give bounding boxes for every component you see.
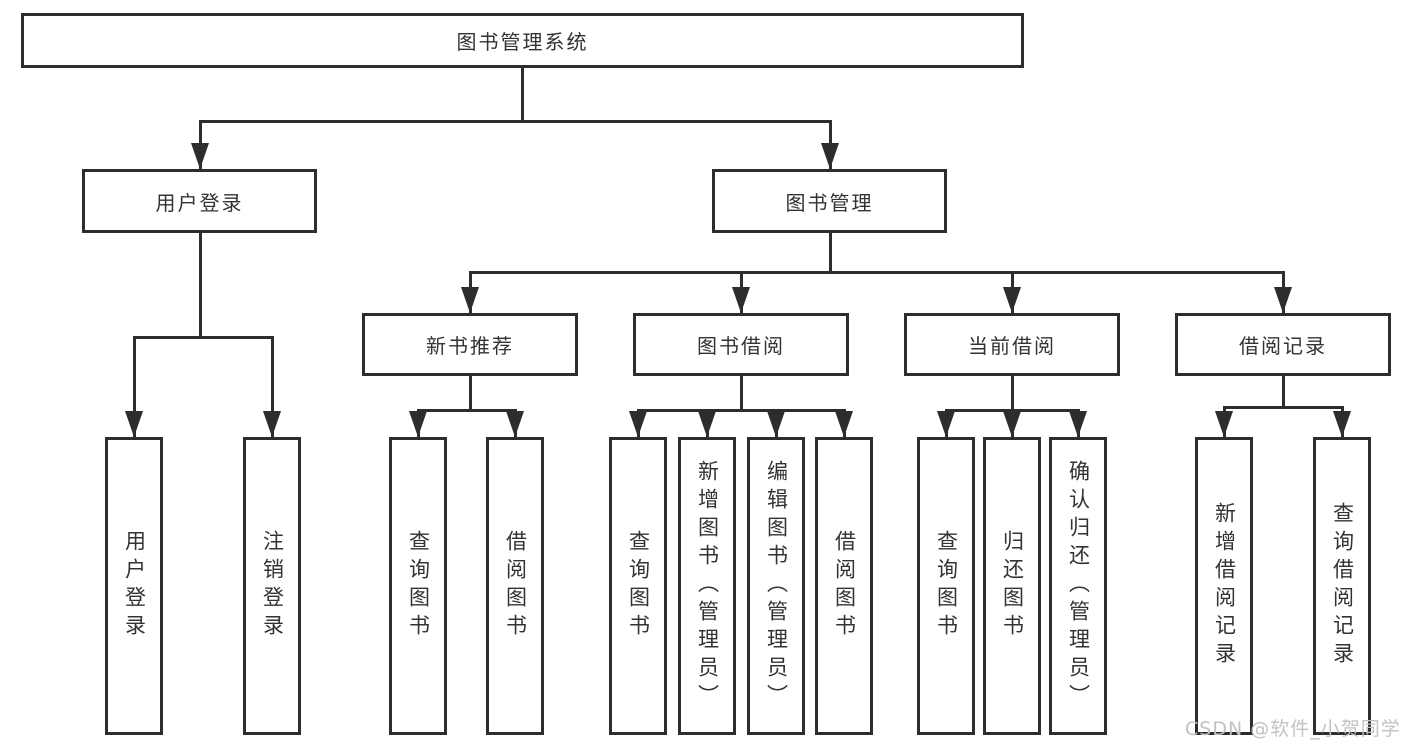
arrow-down-icon <box>409 411 427 437</box>
arrow-down-icon <box>1215 411 1233 437</box>
arrow-down-icon <box>767 411 785 437</box>
arrow-down-icon <box>461 287 479 313</box>
connector-line <box>521 68 524 120</box>
node-new-book-recommend: 新书推荐 <box>362 313 578 376</box>
connector-line <box>133 336 274 339</box>
node-current-borrow-label: 当前借阅 <box>968 334 1056 358</box>
leaf-current-return-label: 归还图书 <box>1000 530 1025 642</box>
leaf-record-query: 查询借阅记录 <box>1313 437 1371 735</box>
node-root: 图书管理系统 <box>21 13 1024 68</box>
leaf-current-confirm-label: 确认归还（管理员） <box>1066 460 1091 712</box>
leaf-record-add: 新增借阅记录 <box>1195 437 1253 735</box>
leaf-record-query-label: 查询借阅记录 <box>1330 502 1355 670</box>
arrow-down-icon <box>263 411 281 437</box>
node-new-book-recommend-label: 新书推荐 <box>426 334 514 358</box>
arrow-down-icon <box>191 143 209 169</box>
leaf-current-query: 查询图书 <box>917 437 975 735</box>
leaf-current-return: 归还图书 <box>983 437 1041 735</box>
arrow-down-icon <box>125 411 143 437</box>
leaf-bookborrow-edit: 编辑图书（管理员） <box>747 437 805 735</box>
leaf-bookborrow-query-label: 查询图书 <box>626 530 651 642</box>
node-user-login: 用户登录 <box>82 169 317 233</box>
arrow-down-icon <box>506 411 524 437</box>
node-book-borrow: 图书借阅 <box>633 313 849 376</box>
leaf-record-add-label: 新增借阅记录 <box>1212 502 1237 670</box>
connector-line <box>1223 406 1344 409</box>
arrow-down-icon <box>1274 287 1292 313</box>
connector-line <box>740 376 743 409</box>
node-book-management-label: 图书管理 <box>785 190 874 215</box>
node-book-management: 图书管理 <box>712 169 947 233</box>
node-user-login-label: 用户登录 <box>155 190 244 215</box>
connector-line <box>469 376 472 409</box>
arrow-down-icon <box>1003 411 1021 437</box>
arrow-down-icon <box>698 411 716 437</box>
leaf-current-query-label: 查询图书 <box>934 530 959 642</box>
leaf-newbook-borrow: 借阅图书 <box>486 437 544 735</box>
leaf-bookborrow-add-label: 新增图书（管理员） <box>695 460 720 712</box>
leaf-user-login-label: 用户登录 <box>122 530 147 642</box>
leaf-logout-label: 注销登录 <box>260 530 285 642</box>
connector-line <box>469 271 1285 274</box>
arrow-down-icon <box>835 411 853 437</box>
leaf-newbook-borrow-label: 借阅图书 <box>503 530 528 642</box>
arrow-down-icon <box>629 411 647 437</box>
arrow-down-icon <box>1003 287 1021 313</box>
arrow-down-icon <box>732 287 750 313</box>
leaf-bookborrow-borrow: 借阅图书 <box>815 437 873 735</box>
node-borrow-record: 借阅记录 <box>1175 313 1391 376</box>
connector-line <box>271 336 274 437</box>
node-current-borrow: 当前借阅 <box>904 313 1120 376</box>
leaf-bookborrow-borrow-label: 借阅图书 <box>832 530 857 642</box>
connector-line <box>199 120 832 123</box>
leaf-bookborrow-edit-label: 编辑图书（管理员） <box>764 460 789 712</box>
connector-line <box>829 233 832 271</box>
leaf-user-login: 用户登录 <box>105 437 163 735</box>
arrow-down-icon <box>1069 411 1087 437</box>
connector-line <box>637 409 846 412</box>
connector-line <box>199 233 202 336</box>
node-borrow-record-label: 借阅记录 <box>1239 334 1327 358</box>
arrow-down-icon <box>937 411 955 437</box>
connector-line <box>133 336 136 437</box>
leaf-newbook-query: 查询图书 <box>389 437 447 735</box>
watermark: CSDN @软件_小贺同学 <box>1185 718 1401 740</box>
leaf-current-confirm: 确认归还（管理员） <box>1049 437 1107 735</box>
leaf-newbook-query-label: 查询图书 <box>406 530 431 642</box>
leaf-bookborrow-add: 新增图书（管理员） <box>678 437 736 735</box>
arrow-down-icon <box>1333 411 1351 437</box>
leaf-logout: 注销登录 <box>243 437 301 735</box>
leaf-bookborrow-query: 查询图书 <box>609 437 667 735</box>
node-book-borrow-label: 图书借阅 <box>697 334 785 358</box>
connector-line <box>1282 376 1285 406</box>
arrow-down-icon <box>821 143 839 169</box>
connector-line <box>1011 376 1014 409</box>
node-root-label: 图书管理系统 <box>456 30 589 54</box>
connector-line <box>417 409 517 412</box>
